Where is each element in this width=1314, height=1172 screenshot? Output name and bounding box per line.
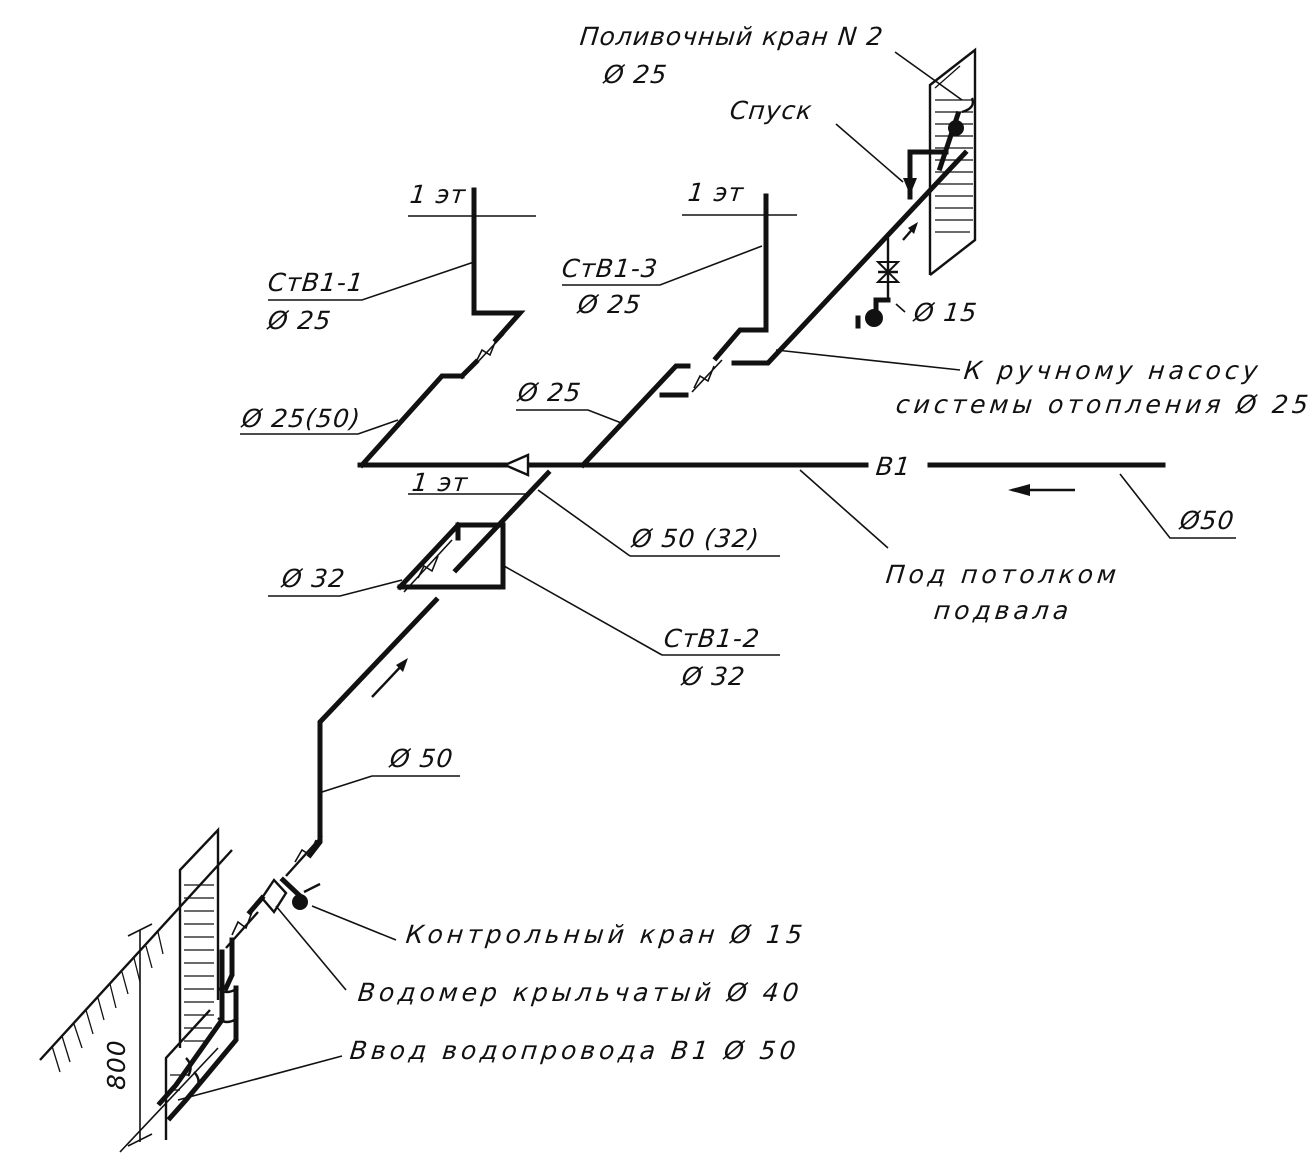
hand-pump-label-line-1: К ручному насосу [962, 356, 1264, 385]
valve-15-diameter: Ø 15 [912, 298, 979, 327]
control-tap-label: Контрольный кран Ø 15 [404, 920, 808, 949]
ground-line [39, 849, 233, 1073]
branch-to-riser-3 [579, 193, 769, 469]
under-ceiling-line-2: подвала [932, 596, 1074, 625]
riser-2-name: СтВ1-2 [662, 624, 762, 653]
flow-arrow-right [1008, 484, 1075, 496]
drain-label: Спуск [728, 96, 814, 125]
depth-dimension [119, 923, 219, 1153]
depth-800-label: 800 [102, 1039, 131, 1090]
flow-arrow-lower [371, 658, 408, 698]
flow-direction-arrow-main [501, 453, 530, 477]
diameter-25-50: Ø 25(50) [240, 404, 363, 433]
water-meter-assembly [156, 835, 323, 1122]
water-meter-label: Водомер крыльчатый Ø 40 [356, 978, 805, 1007]
watering-tap-diameter: Ø 25 [602, 60, 669, 89]
floor-1-label-center: 1 эт [410, 468, 470, 497]
floor-1-label-left: 1 эт [408, 180, 468, 209]
diameter-50-lower: Ø 50 [388, 744, 455, 773]
wall-hatch-lower [164, 826, 220, 1140]
diameter-32: Ø 32 [280, 564, 347, 593]
branch-to-riser-1 [358, 187, 526, 469]
diameter-50-32: Ø 50 (32) [630, 524, 762, 553]
b1-label: В1 [874, 452, 913, 481]
riser-1-name: СтВ1-1 [266, 268, 366, 297]
riser-2-diameter: Ø 32 [680, 662, 747, 691]
watering-tap-title: Поливочный кран N 2 [578, 22, 886, 51]
wall-hatch-upper [928, 47, 977, 276]
riser-3-name: СтВ1-3 [560, 254, 660, 283]
valve-15 [855, 238, 901, 329]
diameter-50-right: Ø50 [1178, 506, 1237, 535]
hand-pump-label-line-2: системы отопления Ø 25 [894, 390, 1314, 419]
riser-2-branch [396, 469, 552, 593]
main-riser-pipe [306, 596, 440, 859]
diameter-25: Ø 25 [516, 378, 583, 407]
leader-lines [177, 51, 1236, 1101]
under-ceiling-line-1: Под потолком [884, 560, 1122, 589]
riser-3-diameter: Ø 25 [576, 290, 643, 319]
water-supply-axonometric-diagram [39, 47, 1236, 1153]
flow-arrow-upper-right [902, 222, 918, 241]
inlet-label: Ввод водопровода В1 Ø 50 [348, 1036, 802, 1065]
floor-1-label-mid: 1 эт [686, 178, 746, 207]
riser-1-diameter: Ø 25 [266, 306, 333, 335]
